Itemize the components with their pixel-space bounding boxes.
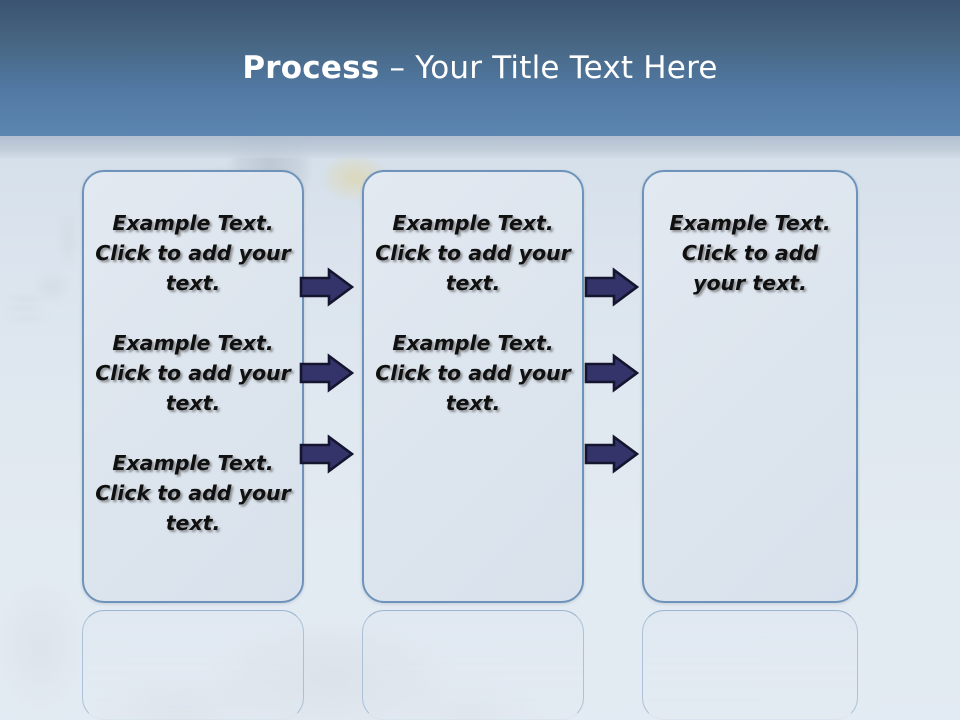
process-box-2-text: Example Text. Click to add your text. Ex… — [374, 208, 572, 418]
arrow-right-icon[interactable] — [299, 267, 354, 307]
arrow-right-icon[interactable] — [584, 434, 639, 474]
title-band-accent-stripe — [0, 136, 960, 158]
paragraph: Example Text. Click to add your text. — [375, 211, 571, 295]
title-band — [0, 0, 960, 136]
arrow-right-icon[interactable] — [299, 353, 354, 393]
arrow-right-icon[interactable] — [584, 267, 639, 307]
paragraph: Example Text. Click to add your text. — [669, 211, 831, 295]
process-box-3-text: Example Text. Click to add your text. — [654, 208, 846, 298]
arrow-right-icon[interactable] — [584, 353, 639, 393]
page-title-bold-part: Process — [242, 50, 380, 86]
process-box-2[interactable]: Example Text. Click to add your text. Ex… — [362, 170, 584, 603]
paragraph: Example Text. Click to add your text. — [95, 211, 291, 295]
paragraph: Example Text. Click to add your text. — [95, 331, 291, 415]
arrow-right-icon[interactable] — [299, 434, 354, 474]
page-title: Process – Your Title Text Here — [0, 48, 960, 88]
process-box-1[interactable]: Example Text. Click to add your text. Ex… — [82, 170, 304, 603]
paragraph: Example Text. Click to add your text. — [375, 331, 571, 415]
process-box-3[interactable]: Example Text. Click to add your text. — [642, 170, 858, 603]
process-box-1-text: Example Text. Click to add your text. Ex… — [94, 208, 292, 538]
paragraph: Example Text. Click to add your text. — [95, 451, 291, 535]
page-title-rest-part: – Your Title Text Here — [379, 50, 718, 86]
